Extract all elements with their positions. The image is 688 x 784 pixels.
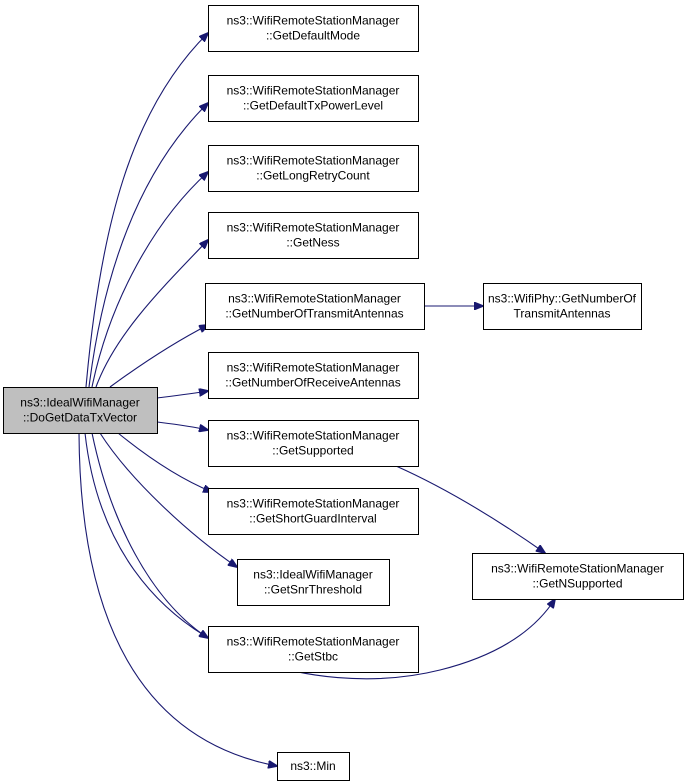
node-ns3-wifiremotestationmanager-getnumberofreceiveantennas[interactable]: ns3::WifiRemoteStationManager::GetNumber… [208, 352, 419, 399]
node-label-line: ns3::WifiRemoteStationManager [227, 497, 400, 511]
node-label-line: ::GetNSupported [532, 577, 622, 591]
node-label-line: ns3::Min [290, 759, 335, 773]
node-label-line: ::GetDefaultMode [266, 29, 360, 43]
node-label-line: ::GetNess [286, 236, 339, 250]
node-label-line: ns3::WifiPhy::GetNumberOf [488, 292, 637, 306]
node-ns3-wifiphy-getnumberoftransmitantennas[interactable]: ns3::WifiPhy::GetNumberOfTransmitAntenna… [483, 283, 642, 330]
edge-root-to-n12 [91, 432, 208, 638]
edge-root-to-n3 [91, 172, 208, 388]
node-label-line: ns3::WifiRemoteStationManager [227, 221, 400, 235]
node-label-line: ::GetNumberOfTransmitAntennas [225, 307, 403, 321]
edge-root-to-n1 [85, 33, 208, 388]
node-label-line: ns3::WifiRemoteStationManager [227, 361, 400, 375]
edge-root-to-n7 [156, 391, 208, 399]
edge-arrow [156, 421, 208, 430]
root-node[interactable]: ns3::IdealWifiManager::DoGetDataTxVector [3, 387, 158, 434]
node-label-line: ::GetNumberOfReceiveAntennas [225, 376, 400, 390]
node-box [208, 352, 419, 399]
node-box [237, 559, 390, 606]
edge-root-to-n5 [109, 325, 208, 388]
node-box [208, 488, 419, 535]
edge-arrow [91, 172, 208, 388]
edge-arrow [88, 103, 208, 388]
node-box [205, 283, 425, 330]
node-box [208, 75, 419, 122]
node-box [208, 212, 419, 259]
node-label-line: ns3::WifiRemoteStationManager [227, 635, 400, 649]
edge-root-to-n4 [95, 240, 208, 388]
edge-arrow [85, 33, 208, 388]
node-label-line: ::GetStbc [288, 650, 338, 664]
node-label-line: ::DoGetDataTxVector [23, 411, 137, 425]
node-ns3-wifiremotestationmanager-getlongretrycount[interactable]: ns3::WifiRemoteStationManager::GetLongRe… [208, 145, 419, 192]
edge-arrow [156, 391, 208, 399]
node-box [208, 5, 419, 52]
node-label-line: ns3::WifiRemoteStationManager [227, 154, 400, 168]
edge-arrow [117, 432, 212, 492]
edge-root-to-n11 [84, 432, 555, 680]
node-label-line: ns3::IdealWifiManager [20, 396, 139, 410]
edge-root-to-n2 [88, 103, 208, 388]
node-box [483, 283, 642, 330]
edge-root-to-n9 [117, 432, 212, 492]
node-ns3-wifiremotestationmanager-getshortguardinterval[interactable]: ns3::WifiRemoteStationManager::GetShortG… [208, 488, 419, 535]
edge-arrow [91, 432, 208, 638]
edge-root-to-n8 [156, 421, 208, 430]
node-ns3-idealwifimanager-getsnrthreshold[interactable]: ns3::IdealWifiManager::GetSnrThreshold [237, 559, 390, 606]
node-ns3-wifiremotestationmanager-getdefaulttxpowerlevel[interactable]: ns3::WifiRemoteStationManager::GetDefaul… [208, 75, 419, 122]
node-ns3-wifiremotestationmanager-getdefaultmode[interactable]: ns3::WifiRemoteStationManager::GetDefaul… [208, 5, 419, 52]
node-label-line: ::GetLongRetryCount [256, 169, 370, 183]
edge-arrow [109, 325, 208, 388]
edge-arrow [395, 465, 545, 553]
node-ns3-wifiremotestationmanager-getstbc[interactable]: ns3::WifiRemoteStationManager::GetStbc [208, 626, 419, 673]
node-ns3-min[interactable]: ns3::Min [277, 752, 350, 781]
edge-arrow [99, 432, 237, 567]
node-label-line: ::GetSnrThreshold [264, 583, 362, 597]
node-label-line: ns3::WifiRemoteStationManager [491, 562, 664, 576]
node-label-line: ::GetShortGuardInterval [249, 512, 376, 526]
node-label-line: ::GetDefaultTxPowerLevel [243, 99, 383, 113]
edge-root-to-n10 [99, 432, 237, 567]
node-label-line: ns3::WifiRemoteStationManager [227, 14, 400, 28]
edge-root-to-n13 [78, 432, 277, 766]
node-ns3-wifiremotestationmanager-getsupported[interactable]: ns3::WifiRemoteStationManager::GetSuppor… [208, 420, 419, 467]
node-box [208, 626, 419, 673]
node-label-line: ::GetSupported [272, 444, 353, 458]
node-label-line: TransmitAntennas [514, 307, 611, 321]
edge-arrow [84, 432, 555, 680]
node-box [3, 387, 158, 434]
node-ns3-wifiremotestationmanager-getness[interactable]: ns3::WifiRemoteStationManager::GetNess [208, 212, 419, 259]
node-box [208, 420, 419, 467]
node-box [277, 752, 350, 781]
edge-arrow [78, 432, 277, 766]
node-box [208, 145, 419, 192]
edge-arrow [95, 240, 208, 388]
edges-layer [78, 33, 555, 766]
node-box [472, 553, 684, 600]
nodes-layer: ns3::IdealWifiManager::DoGetDataTxVector… [3, 5, 684, 781]
edge-n8-to-n11 [395, 465, 545, 553]
node-ns3-wifiremotestationmanager-getnumberoftransmitantennas[interactable]: ns3::WifiRemoteStationManager::GetNumber… [205, 283, 425, 330]
node-label-line: ns3::IdealWifiManager [253, 568, 372, 582]
node-label-line: ns3::WifiRemoteStationManager [227, 429, 400, 443]
node-ns3-wifiremotestationmanager-getnsupported[interactable]: ns3::WifiRemoteStationManager::GetNSuppo… [472, 553, 684, 600]
node-label-line: ns3::WifiRemoteStationManager [227, 84, 400, 98]
node-label-line: ns3::WifiRemoteStationManager [228, 292, 401, 306]
